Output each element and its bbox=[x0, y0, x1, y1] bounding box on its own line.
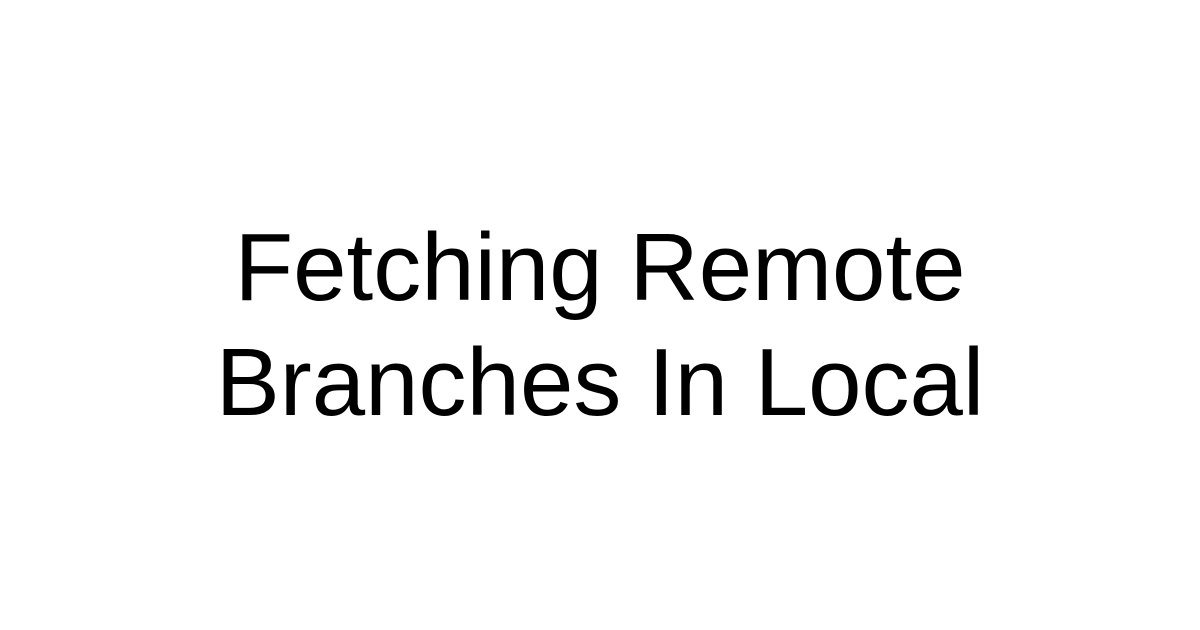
page-title: Fetching Remote Branches In Local bbox=[0, 210, 1200, 440]
title-line-1: Fetching Remote bbox=[234, 214, 966, 321]
title-line-2: Branches In Local bbox=[215, 329, 985, 436]
